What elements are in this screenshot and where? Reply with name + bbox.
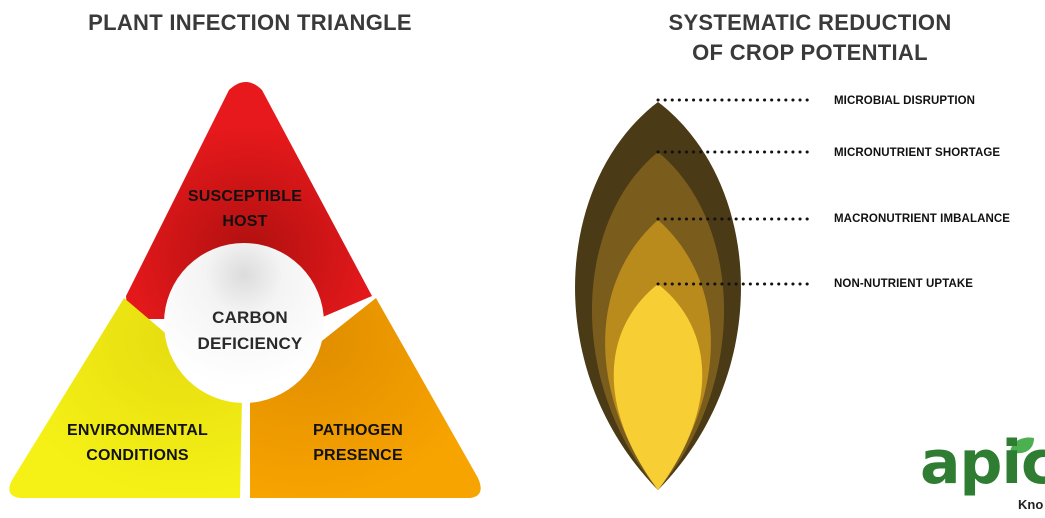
crop-potential-title-line-2: OF CROP POTENTIAL bbox=[692, 40, 928, 65]
crop-potential-title: SYSTEMATIC REDUCTION OF CROP POTENTIAL bbox=[600, 8, 1020, 68]
carbon-deficiency-label: CARBON DEFICIENCY bbox=[175, 305, 325, 357]
triangle-segment-pathogen bbox=[250, 298, 481, 498]
logo-leaf-icon bbox=[1010, 437, 1034, 454]
micronutrient-shortage-label: MICRONUTRIENT SHORTAGE bbox=[834, 147, 1001, 159]
leaf-layer-nonnutrient bbox=[613, 284, 703, 490]
susceptible-host-label-line-1: SUSCEPTIBLE bbox=[187, 188, 303, 205]
macronutrient-imbalance-label: MACRONUTRIENT IMBALANCE bbox=[834, 213, 1011, 225]
brand-logo: apic bbox=[920, 428, 1045, 498]
susceptible-host-label: SUSCEPTIBLE HOST bbox=[165, 184, 325, 234]
carbon-deficiency-circle bbox=[164, 243, 324, 403]
susceptible-host-label-line-2: HOST bbox=[222, 213, 268, 230]
pathogen-presence-label-line-2: PRESENCE bbox=[313, 447, 403, 464]
infection-triangle-title: PLANT INFECTION TRIANGLE bbox=[88, 10, 412, 35]
environmental-conditions-label-line-2: CONDITIONS bbox=[86, 447, 189, 464]
carbon-deficiency-label-line-1: CARBON bbox=[212, 308, 288, 327]
pathogen-presence-label-line-1: PATHOGEN bbox=[313, 422, 403, 439]
environmental-conditions-label-line-1: ENVIRONMENTAL bbox=[67, 422, 208, 439]
carbon-deficiency-label-line-2: DEFICIENCY bbox=[197, 334, 303, 353]
microbial-disruption-label: MICROBIAL DISRUPTION bbox=[834, 95, 976, 107]
brand-logo-tagline: Kno bbox=[1018, 497, 1044, 512]
crop-potential-title-line-1: SYSTEMATIC REDUCTION bbox=[668, 10, 952, 35]
non-nutrient-uptake-label: NON-NUTRIENT UPTAKE bbox=[834, 278, 974, 290]
triangle-segment-environment bbox=[9, 298, 243, 498]
infection-triangle bbox=[9, 82, 481, 498]
leader-lines bbox=[656, 98, 812, 286]
crop-potential-leaf bbox=[575, 102, 741, 490]
environmental-conditions-label: ENVIRONMENTAL CONDITIONS bbox=[35, 418, 240, 468]
triangle-segment-host bbox=[126, 82, 372, 319]
pathogen-presence-label: PATHOGEN PRESENCE bbox=[258, 418, 458, 468]
